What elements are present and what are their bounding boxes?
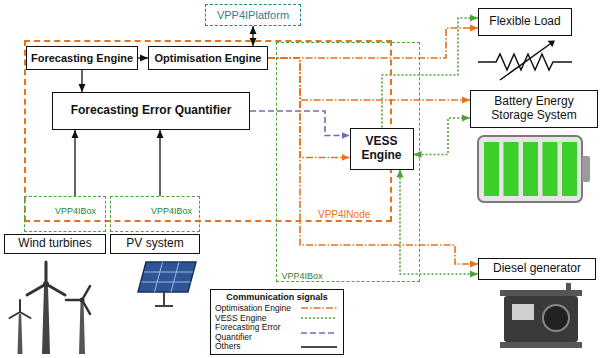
legend-line — [301, 346, 337, 347]
legend-row: Optimisation Engine — [215, 303, 339, 313]
signal-connector — [382, 18, 478, 128]
legend-sample — [299, 328, 339, 338]
box-label: Battery Energy Storage System — [473, 95, 595, 123]
process-box: Forecasting Error Quantifier — [52, 92, 250, 130]
variable-resistor-symbol — [478, 41, 572, 81]
box-region: VPP4IBox — [24, 196, 106, 232]
signal-connector — [414, 118, 471, 155]
pv-grid — [142, 262, 194, 292]
box-label: Wind turbines — [18, 237, 91, 251]
battery-cell — [562, 142, 577, 196]
generator-panel — [512, 304, 534, 320]
box-label: Optimisation Engine — [155, 52, 262, 65]
signal-connector — [268, 58, 470, 100]
legend-text: Forecasting Error Quantifier — [215, 323, 295, 342]
turbine-blades — [66, 286, 90, 314]
resistor-arrow — [500, 44, 550, 80]
box-label: PV system — [126, 237, 183, 251]
legend-row: Forecasting Error Quantifier — [215, 323, 339, 342]
signal-connector — [138, 57, 148, 58]
legend-box: Communication signalsOptimisation Engine… — [210, 289, 344, 355]
signal-connector — [268, 28, 478, 58]
box-region: VPP4IBox — [110, 196, 200, 232]
legend-text: VESS Engine — [215, 314, 295, 323]
battery-cell — [484, 142, 499, 196]
battery-cell — [543, 142, 558, 196]
legend-row: Others — [215, 342, 339, 352]
device-label-box: PV system — [110, 234, 200, 254]
region-label: VPP4IBox — [55, 206, 96, 216]
generator-body — [504, 296, 578, 342]
battery-terminal — [582, 156, 590, 182]
turbine-blades — [27, 262, 65, 295]
signal-connector — [74, 130, 75, 196]
generator-illustration — [500, 283, 582, 348]
generator-frame — [500, 290, 582, 296]
legend-line — [301, 332, 337, 334]
device-label-box: Wind turbines — [4, 234, 106, 254]
resistor-arrow-head — [548, 41, 555, 48]
device-label-box: Battery Energy Storage System — [470, 90, 598, 128]
legend-sample — [299, 313, 339, 323]
legend-line — [301, 318, 337, 320]
legend-sample — [299, 342, 339, 352]
signal-connector — [268, 58, 350, 158]
signal-connector — [252, 26, 253, 46]
signal-connector — [400, 170, 478, 275]
battery-cell — [523, 142, 538, 196]
legend-text: Optimisation Engine — [215, 304, 295, 313]
box-region: VPP4IBox VESS Engine — [276, 42, 420, 282]
box-label: VPP4IPlatform — [217, 9, 289, 22]
battery-illustration — [478, 136, 590, 202]
pv-panel-illustration — [138, 262, 196, 306]
process-box: Optimisation Engine — [148, 46, 268, 70]
region-label: VPP4IBox — [282, 271, 323, 281]
generator-fan — [543, 305, 569, 331]
turbine-hub — [43, 281, 49, 287]
pv-stand — [155, 292, 173, 306]
legend-text: Others — [215, 342, 295, 351]
turbine-tower — [79, 302, 85, 354]
region-label: VPP4INode — [318, 209, 370, 221]
signal-connector — [159, 130, 160, 196]
legend-sample — [299, 303, 339, 313]
process-box: VESS Engine — [350, 128, 414, 170]
device-label-box: Flexible Load — [478, 8, 572, 36]
node-region: VPP4INode Forecasting Engine Optimisation … — [24, 40, 392, 222]
turbine-tower — [42, 286, 50, 354]
signal-connector — [268, 58, 478, 264]
box-label: Diesel generator — [493, 262, 581, 276]
signal-connector — [81, 70, 82, 92]
battery-cell — [504, 142, 519, 196]
legend-row: VESS Engine — [215, 313, 339, 323]
region-label: VPP4IBox — [151, 206, 192, 216]
pv-panel — [138, 262, 196, 292]
box-label: Flexible Load — [489, 15, 560, 29]
process-box: Forecasting Engine — [26, 46, 138, 70]
wind-turbine-illustration — [10, 262, 90, 354]
generator-base — [500, 342, 582, 348]
box-label: Forecasting Engine — [31, 52, 133, 65]
platform-box: VPP4IPlatform — [205, 4, 301, 26]
legend-title: Communication signals — [215, 292, 339, 302]
turbine-tower — [18, 314, 23, 354]
turbine-blades — [10, 300, 31, 318]
legend-line — [301, 308, 337, 310]
box-label: Forecasting Error Quantifier — [71, 104, 232, 118]
box-label: VESS Engine — [353, 135, 411, 163]
turbine-hub — [80, 298, 85, 303]
battery-casing — [478, 136, 582, 202]
device-label-box: Diesel generator — [478, 258, 596, 280]
